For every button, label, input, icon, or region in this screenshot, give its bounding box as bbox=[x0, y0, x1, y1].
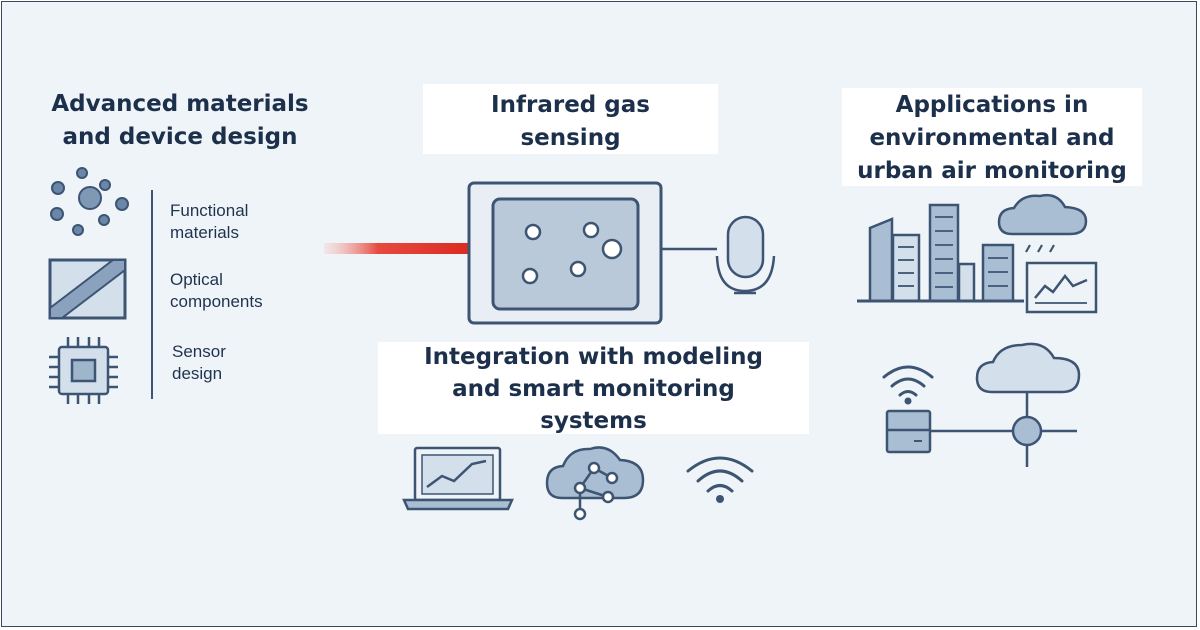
city-skyline-icon bbox=[857, 203, 1024, 303]
applications-title-line: Applications in bbox=[895, 92, 1089, 118]
applications-title-line: urban air monitoring bbox=[857, 158, 1127, 184]
materials-title-line: and device design bbox=[62, 124, 298, 150]
integration-title-line: systems bbox=[540, 408, 647, 434]
sensing-title-line: sensing bbox=[520, 125, 621, 151]
materials-title-line: Advanced materials bbox=[51, 91, 309, 117]
rain-cloud-icon bbox=[997, 193, 1088, 253]
network-node-icon bbox=[930, 392, 1077, 467]
sensing-title: Infrared gas sensing bbox=[423, 84, 718, 154]
sensor-design-label: Sensor design bbox=[172, 341, 226, 385]
infrared-beam-icon bbox=[324, 243, 504, 254]
microchip-icon bbox=[49, 337, 118, 404]
label-line: Sensor bbox=[172, 342, 226, 361]
microphone-icon bbox=[715, 215, 776, 295]
sensor-device-icon bbox=[885, 409, 932, 454]
label-line: materials bbox=[170, 223, 239, 242]
applications-title: Applications in environmental and urban … bbox=[842, 88, 1142, 186]
label-line: Functional bbox=[170, 201, 249, 220]
laptop-chart-icon bbox=[402, 446, 514, 511]
applications-title-line: environmental and bbox=[869, 125, 1115, 151]
wifi-icon bbox=[686, 456, 754, 503]
integration-title-line: Integration with modeling bbox=[424, 344, 763, 370]
optical-window-icon bbox=[48, 258, 127, 320]
integration-title: Integration with modeling and smart moni… bbox=[378, 342, 809, 434]
optical-components-label: Optical components bbox=[170, 269, 263, 313]
wifi-icon-small bbox=[882, 365, 934, 405]
label-line: Optical bbox=[170, 270, 223, 289]
integration-title-line: and smart monitoring bbox=[452, 376, 735, 402]
sensing-title-line: Infrared gas bbox=[491, 92, 650, 118]
materials-title: Advanced materials and device design bbox=[32, 88, 328, 154]
gas-cell-icon bbox=[467, 181, 663, 325]
functional-materials-label: Functional materials bbox=[170, 200, 248, 244]
monitor-chart-icon bbox=[1025, 261, 1098, 314]
nanoparticles-icon bbox=[50, 167, 129, 236]
label-line: components bbox=[170, 292, 263, 311]
cloud-icon bbox=[975, 342, 1081, 394]
cloud-network-icon bbox=[545, 446, 645, 521]
label-line: design bbox=[172, 364, 223, 383]
